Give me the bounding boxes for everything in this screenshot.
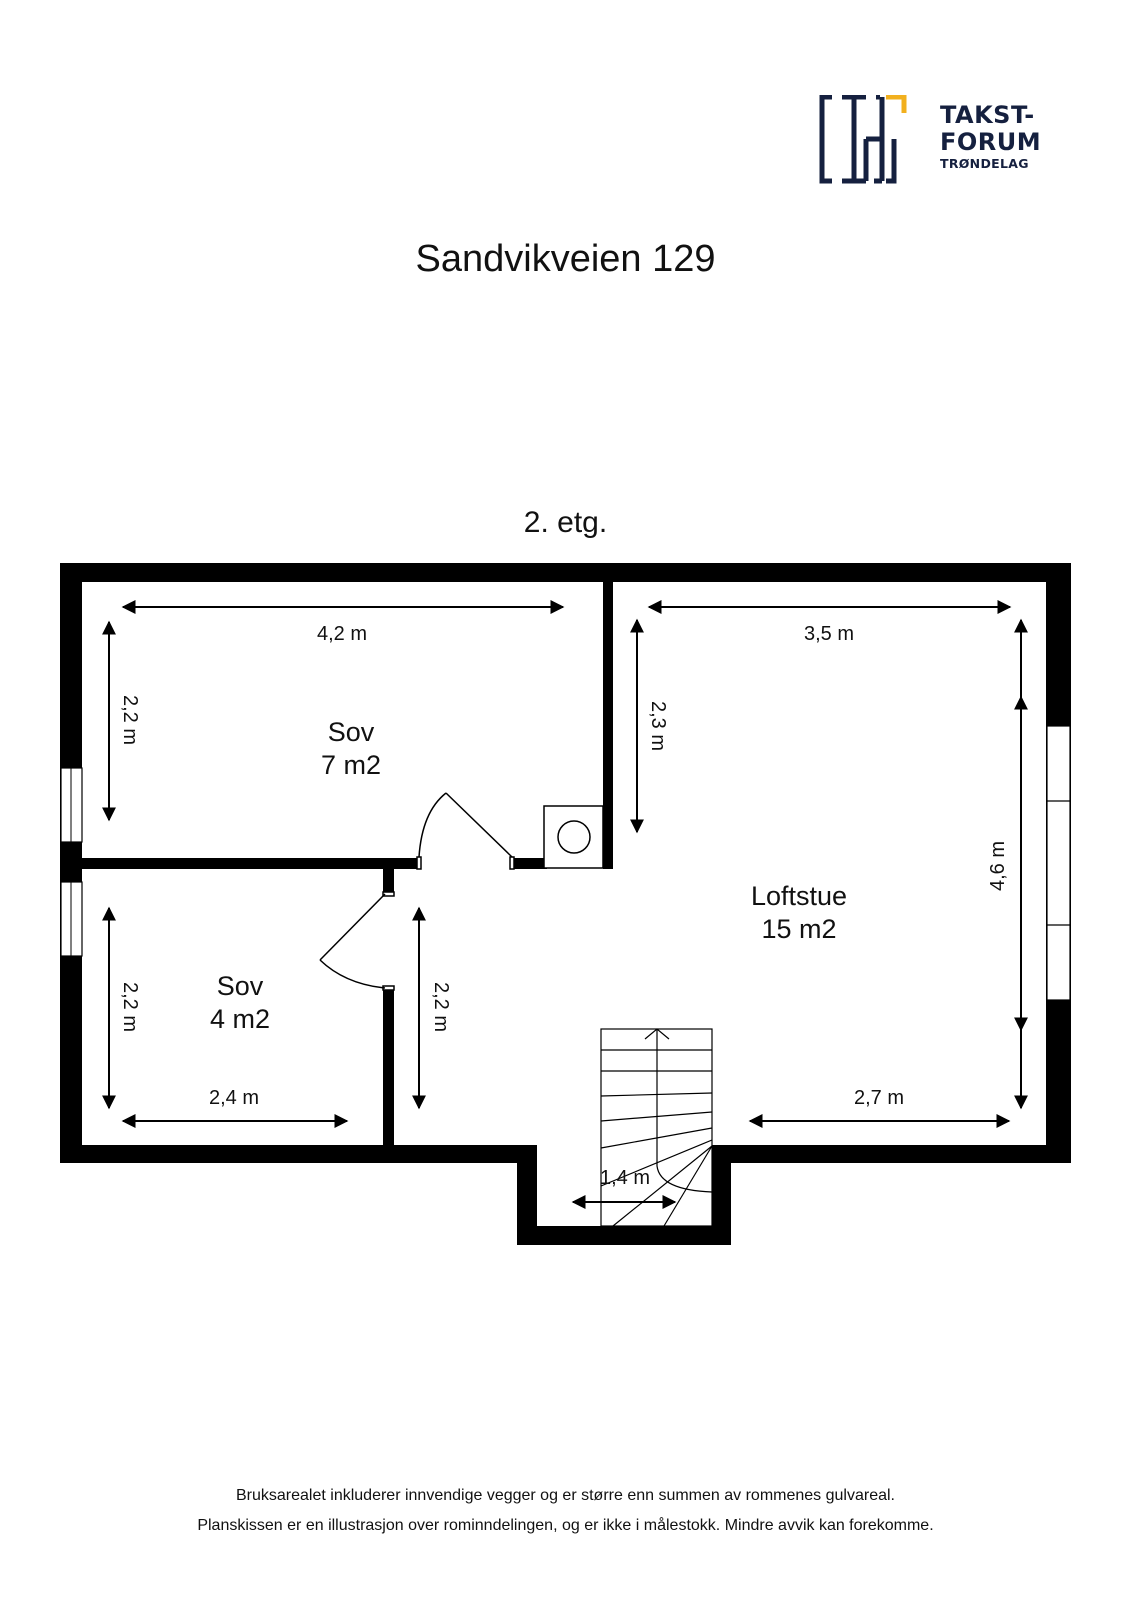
interior-walls (82, 582, 613, 1145)
dim-sov2-width: 2,4 m (209, 1087, 259, 1109)
door-sov-7 (416, 792, 515, 870)
dim-loft-width-top: 3,5 m (804, 623, 854, 645)
dim-loft-height-right: 4,6 m (987, 841, 1009, 891)
room-loftstue-name: Loftstue (751, 881, 847, 911)
chimney (543, 805, 604, 869)
dimension-labels: 4,2 m 2,2 m 2,2 m 2,4 m 2,2 m 3,5 m 2,3 … (119, 623, 1009, 1189)
floor-label: 2. etg. (523, 506, 608, 539)
property-address-title: Sandvikveien 129 (415, 238, 716, 280)
disclaimer-line-1: Bruksarealet inkluderer innvendige vegge… (236, 1487, 895, 1504)
takstforum-logo: TAKST- FORUM TRØNDELAG (819, 95, 1050, 190)
dim-loft-width-bottom: 2,7 m (854, 1087, 904, 1109)
logo-mark-icon (819, 95, 907, 184)
room-sov-4-area: 4 m2 (210, 1004, 270, 1034)
disclaimer-line-2: Planskissen er en illustrasjon over romi… (197, 1517, 934, 1534)
dim-loft-height-left: 2,3 m (647, 701, 669, 751)
dim-hall-height: 2,2 m (430, 982, 452, 1032)
room-labels: Sov 7 m2 Sov 4 m2 Loftstue 15 m2 (210, 717, 847, 1034)
room-loftstue-area: 15 m2 (761, 914, 836, 944)
room-sov-4-name: Sov (217, 971, 264, 1001)
exterior-walls (60, 563, 1071, 1245)
room-sov-7-name: Sov (328, 717, 375, 747)
windows (60, 725, 1071, 1001)
dim-sov1-width: 4,2 m (317, 623, 367, 645)
door-sov-4 (319, 891, 395, 991)
logo-line-1: TAKST- (940, 101, 1035, 129)
dim-sov2-height: 2,2 m (119, 982, 141, 1032)
room-sov-7-area: 7 m2 (321, 750, 381, 780)
staircase (600, 1028, 713, 1227)
logo-line-2: FORUM (940, 128, 1042, 156)
dim-stair-width: 1,4 m (600, 1167, 650, 1189)
dim-sov1-height: 2,2 m (119, 695, 141, 745)
dimension-lines (102, 600, 1028, 1209)
logo-line-3: TRØNDELAG (940, 156, 1029, 171)
